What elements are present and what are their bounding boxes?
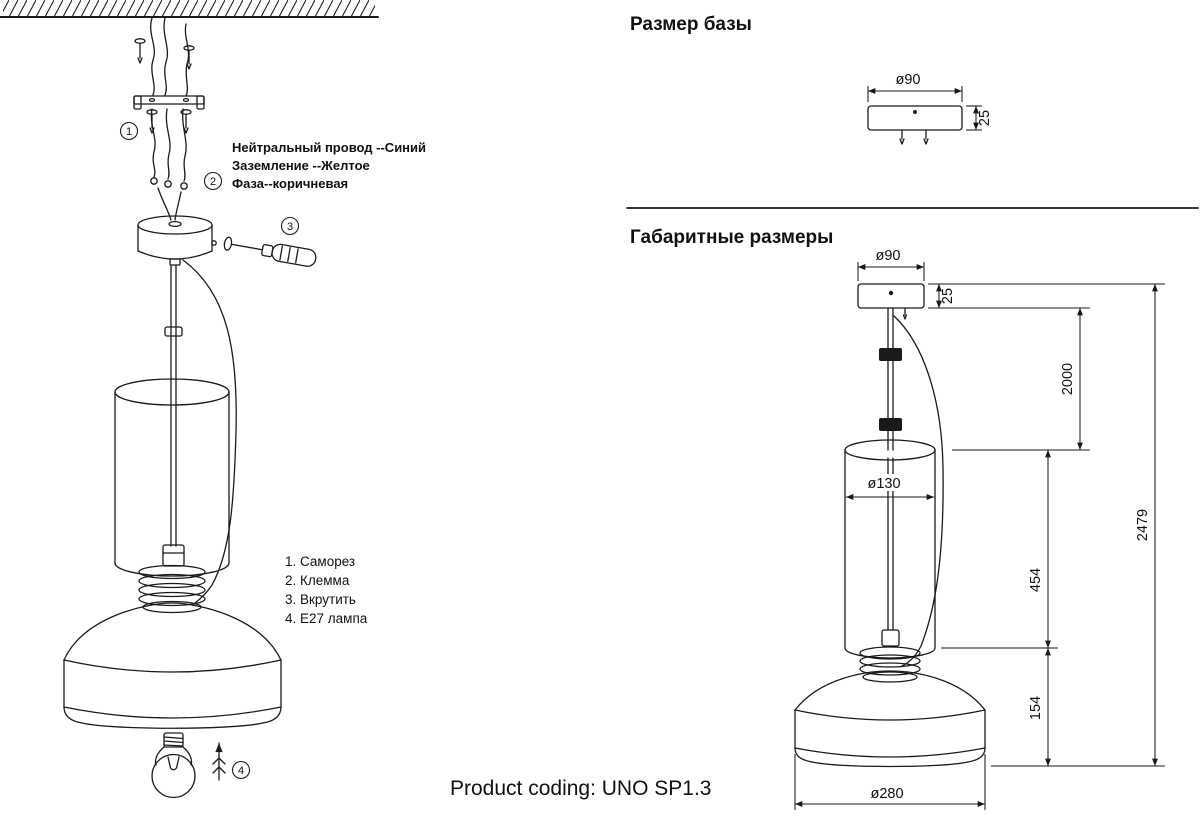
overall-base-plate bbox=[857, 283, 925, 320]
glass-diameter-label: ø130 bbox=[867, 476, 900, 492]
lamp-socket bbox=[162, 544, 185, 567]
base-height-dim: 25 bbox=[966, 105, 993, 131]
bottom-shade bbox=[63, 602, 282, 729]
bulb bbox=[151, 732, 196, 799]
connection-wires bbox=[150, 108, 188, 190]
total-height-label: 2479 bbox=[1135, 509, 1151, 541]
shade-diameter-label: ø280 bbox=[870, 786, 903, 802]
glass-shade bbox=[114, 378, 230, 577]
overall-base-height-label: 25 bbox=[940, 288, 956, 304]
shade-height-label: 154 bbox=[1028, 696, 1044, 720]
step-3-marker: 3 bbox=[280, 216, 300, 236]
step-4-marker: 4 bbox=[231, 760, 251, 780]
overall-neck bbox=[859, 646, 921, 683]
glass-height-label: 454 bbox=[1028, 568, 1044, 592]
screwdriver bbox=[223, 236, 317, 267]
step-4-label: 4 bbox=[238, 765, 244, 777]
glass-diameter-dim: ø130 bbox=[846, 474, 934, 500]
legend-item-1: 1. Саморез bbox=[285, 554, 355, 569]
step-1-label: 1 bbox=[126, 126, 132, 138]
wire-label-ground: Заземление --Желтое bbox=[232, 158, 370, 173]
wire-label-phase: Фаза--коричневая bbox=[232, 176, 348, 191]
overall-glass bbox=[844, 439, 936, 659]
base-diameter-dim: ø90 bbox=[867, 72, 963, 102]
overall-bottom-shade bbox=[794, 670, 986, 768]
ceiling bbox=[0, 0, 379, 18]
assembly-legend: 1. Саморез 2. Клемма 3. Вкрутить 4. E27 … bbox=[285, 554, 368, 626]
product-coding: Product coding: UNO SP1.3 bbox=[450, 777, 711, 800]
cord-length-label: 2000 bbox=[1060, 363, 1076, 395]
overall-top-diameter-dim: ø90 bbox=[857, 248, 925, 281]
step-3-label: 3 bbox=[287, 221, 293, 233]
overall-size-section: Габаритные размеры ø90 25 bbox=[630, 227, 1165, 810]
overall-cord bbox=[879, 307, 902, 451]
legend-item-4: 4. E27 лампа bbox=[285, 611, 368, 626]
ceiling-wires bbox=[150, 17, 190, 97]
base-size-title: Размер базы bbox=[630, 14, 752, 35]
step-2-label: 2 bbox=[210, 176, 216, 188]
height-dims: 2000 454 154 2479 bbox=[928, 283, 1165, 767]
overall-top-diameter-label: ø90 bbox=[876, 248, 901, 264]
screws-top bbox=[134, 38, 195, 70]
base-plate-drawing bbox=[867, 105, 963, 145]
step-2-marker: 2 bbox=[203, 171, 223, 191]
legend-item-3: 3. Вкрутить bbox=[285, 592, 356, 607]
overall-base-height-dim: 25 bbox=[936, 283, 956, 309]
shade-diameter-dim: ø280 bbox=[794, 754, 986, 810]
mounting-bracket bbox=[133, 95, 205, 110]
step-1-marker: 1 bbox=[119, 121, 139, 141]
base-size-section: Размер базы ø90 25 bbox=[630, 14, 993, 145]
neck-threads bbox=[138, 564, 206, 614]
overall-outer-wire bbox=[893, 315, 944, 667]
screw-in-arrow bbox=[212, 742, 226, 781]
wire-label-neutral: Нейтральный провод --Синий bbox=[232, 140, 426, 155]
loop-wire bbox=[182, 259, 237, 604]
canopy bbox=[137, 215, 217, 266]
assembly-diagram: 1 2 Нейтральный провод --Синий Заземлени… bbox=[0, 0, 426, 799]
base-diameter-label: ø90 bbox=[896, 72, 921, 88]
legend-item-2: 2. Клемма bbox=[285, 573, 350, 588]
base-height-label: 25 bbox=[977, 110, 993, 126]
overall-size-title: Габаритные размеры bbox=[630, 227, 833, 248]
canopy-entry-wires bbox=[157, 187, 182, 221]
